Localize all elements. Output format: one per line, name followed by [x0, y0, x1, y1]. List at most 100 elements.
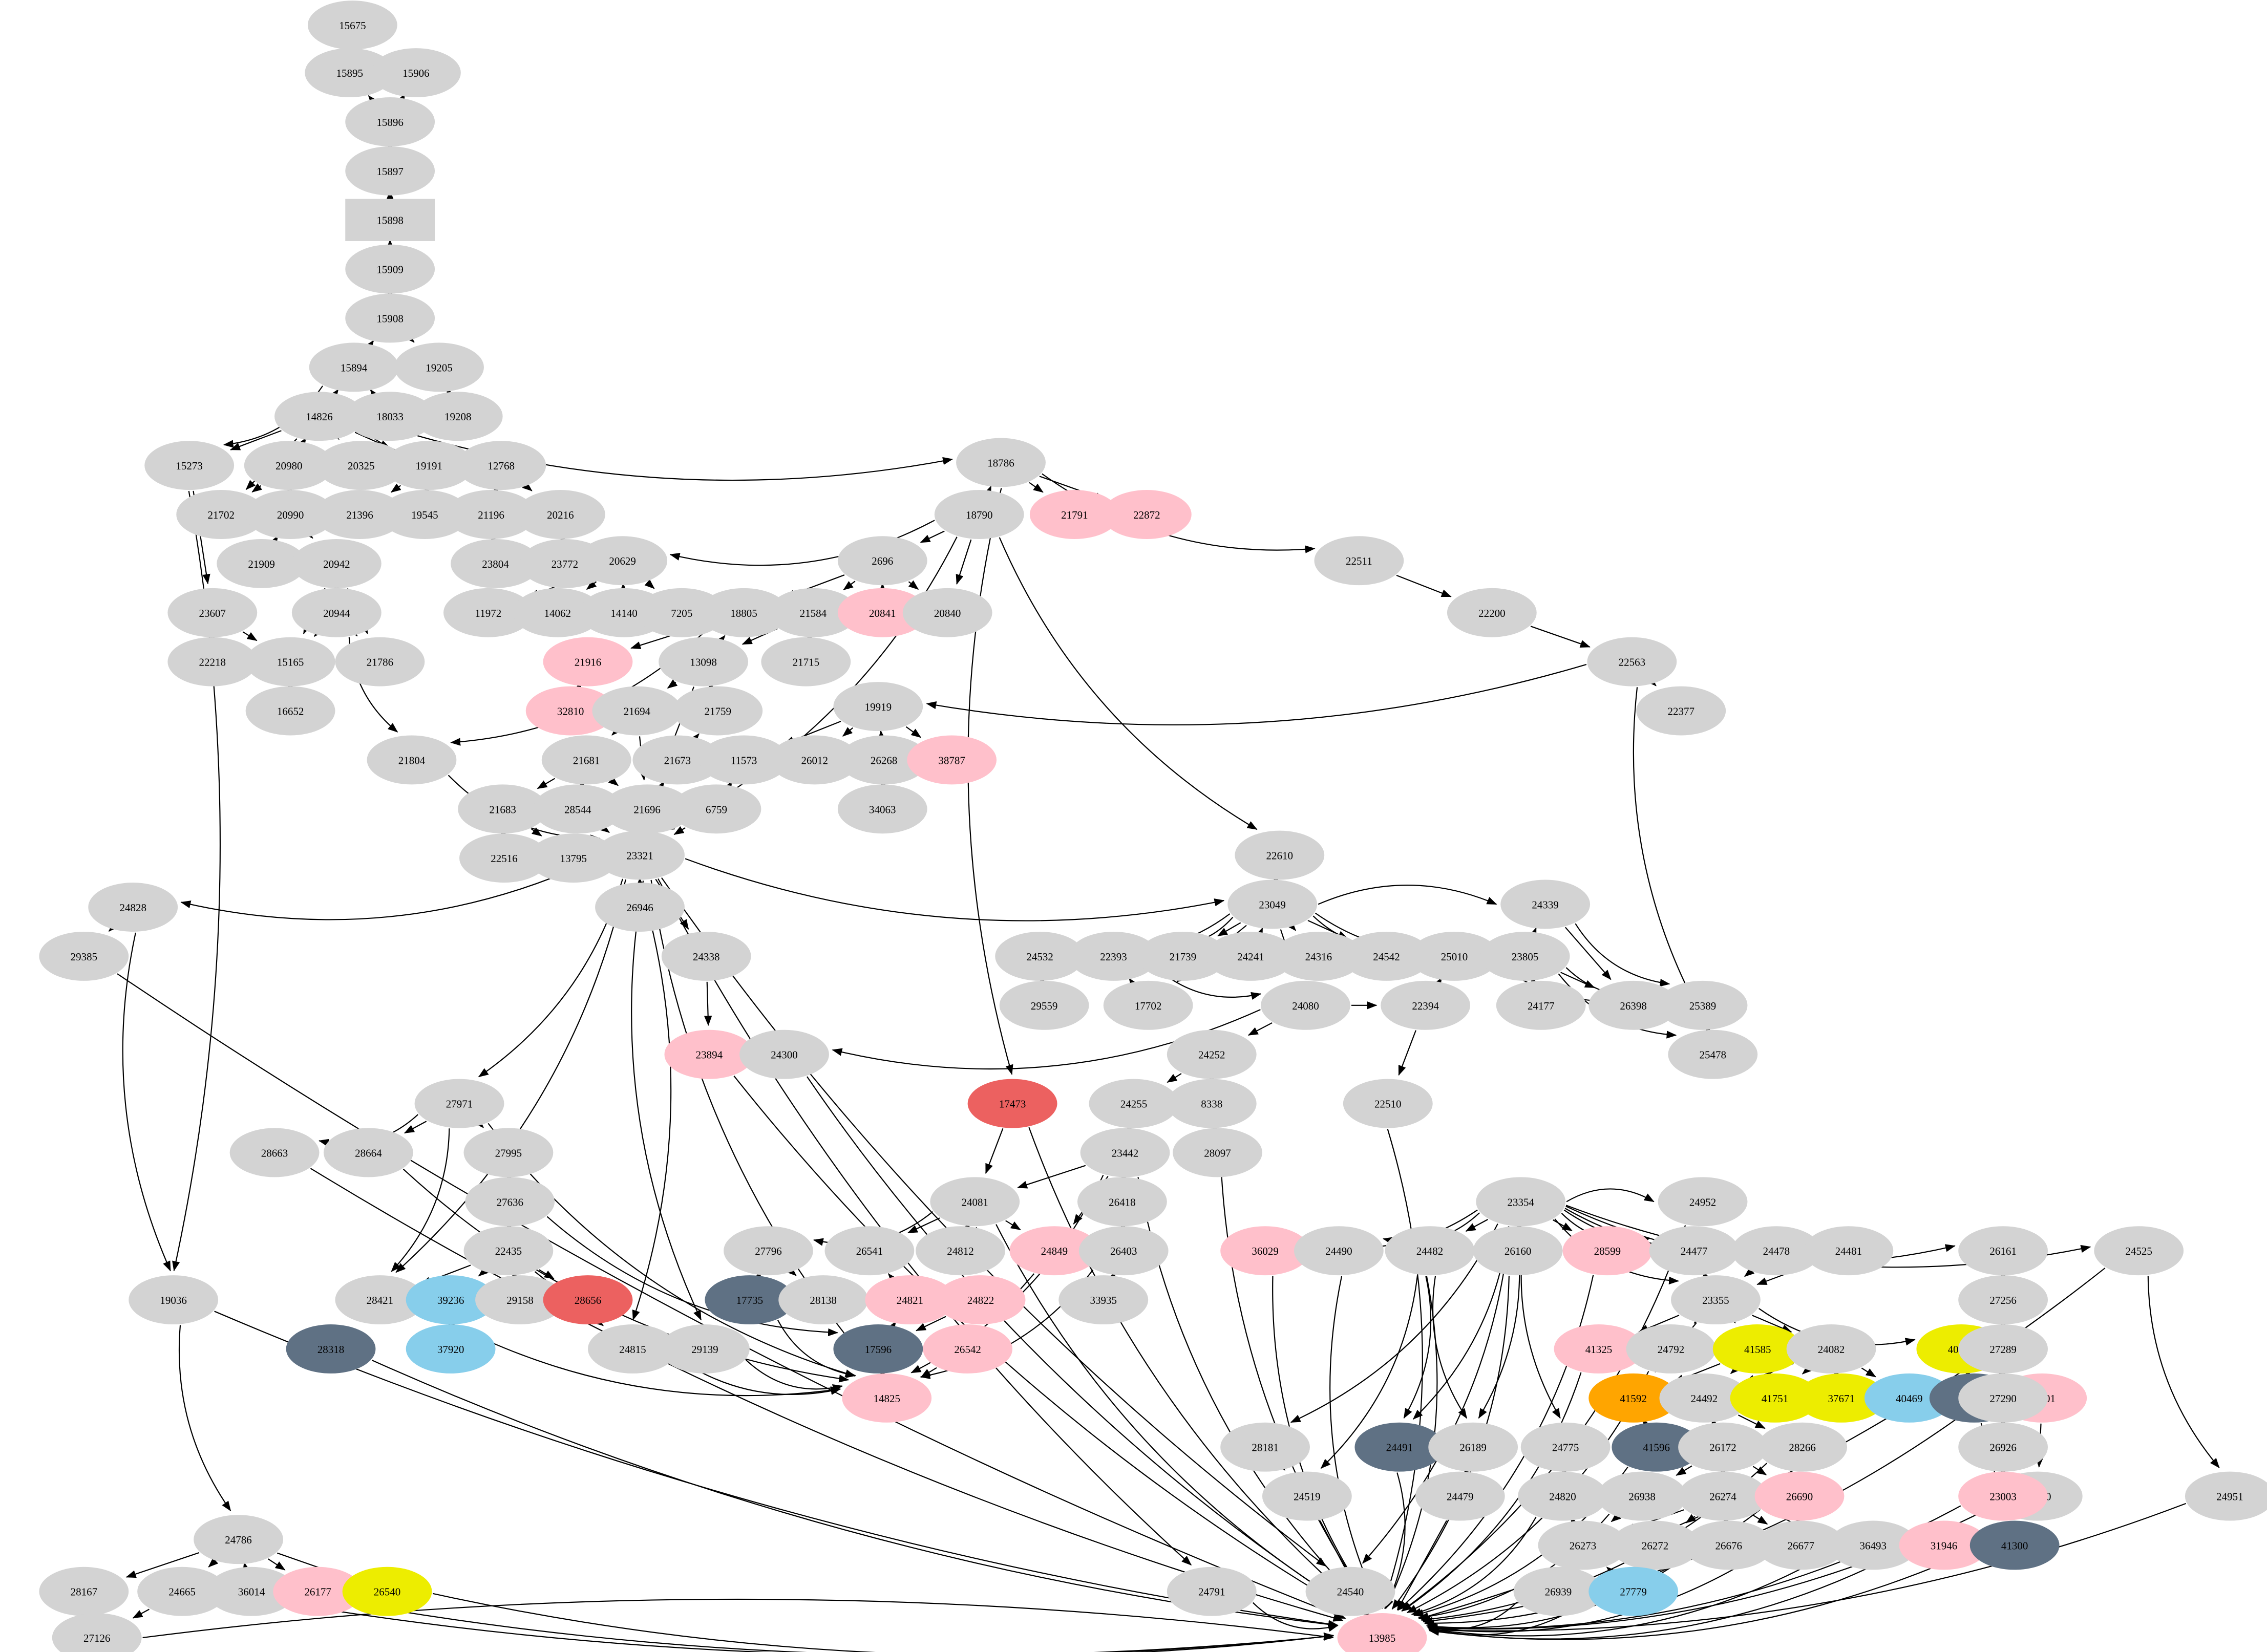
graph-node[interactable]: 27636: [465, 1177, 555, 1227]
node-ellipse[interactable]: [1409, 931, 1499, 981]
node-ellipse[interactable]: [595, 830, 685, 880]
node-ellipse[interactable]: [1958, 1373, 2048, 1423]
graph-node[interactable]: 24951: [2185, 1471, 2267, 1521]
node-ellipse[interactable]: [1354, 1422, 1445, 1472]
node-ellipse[interactable]: [1756, 1520, 1846, 1570]
graph-node[interactable]: 20840: [902, 588, 992, 637]
node-ellipse[interactable]: [286, 1324, 376, 1374]
node-ellipse[interactable]: [516, 490, 605, 539]
graph-node[interactable]: 28599: [1562, 1226, 1652, 1276]
graph-node[interactable]: 20944: [291, 588, 382, 637]
node-ellipse[interactable]: [541, 735, 631, 785]
node-ellipse[interactable]: [394, 342, 484, 392]
node-ellipse[interactable]: [315, 490, 405, 539]
node-ellipse[interactable]: [379, 490, 470, 539]
node-ellipse[interactable]: [1518, 1471, 1607, 1521]
node-ellipse[interactable]: [916, 1226, 1005, 1276]
node-ellipse[interactable]: [342, 1567, 432, 1616]
node-ellipse[interactable]: [345, 244, 435, 294]
node-ellipse[interactable]: [770, 735, 860, 785]
graph-node[interactable]: 24479: [1415, 1471, 1505, 1521]
node-ellipse[interactable]: [1205, 931, 1296, 981]
graph-node[interactable]: 22200: [1447, 588, 1537, 637]
graph-node[interactable]: 28664: [323, 1128, 413, 1177]
node-ellipse[interactable]: [592, 686, 682, 736]
node-ellipse[interactable]: [463, 1128, 554, 1177]
node-ellipse[interactable]: [1103, 980, 1193, 1030]
node-ellipse[interactable]: [1958, 1226, 2048, 1276]
graph-node[interactable]: 24828: [88, 883, 178, 932]
node-ellipse[interactable]: [309, 342, 399, 392]
graph-node[interactable]: 16652: [245, 686, 335, 736]
node-ellipse[interactable]: [528, 833, 619, 883]
graph-node[interactable]: 24481: [1804, 1226, 1894, 1276]
node-ellipse[interactable]: [768, 588, 858, 637]
node-ellipse[interactable]: [1262, 1471, 1352, 1521]
node-ellipse[interactable]: [637, 588, 727, 637]
node-ellipse[interactable]: [1731, 1226, 1821, 1276]
graph-node[interactable]: 24525: [2094, 1226, 2184, 1276]
node-ellipse[interactable]: [176, 490, 266, 539]
graph-node[interactable]: 21694: [592, 686, 682, 736]
node-ellipse[interactable]: [543, 637, 633, 686]
graph-node[interactable]: 28318: [286, 1324, 376, 1374]
node-ellipse[interactable]: [833, 682, 923, 732]
graph-node[interactable]: 29139: [660, 1324, 750, 1374]
graph-node[interactable]: 24952: [1658, 1177, 1748, 1227]
graph-node[interactable]: 18790: [934, 490, 1024, 539]
node-ellipse[interactable]: [1089, 1079, 1179, 1128]
node-ellipse[interactable]: [443, 588, 533, 637]
node-ellipse[interactable]: [588, 1324, 677, 1374]
node-ellipse[interactable]: [144, 441, 235, 490]
node-ellipse[interactable]: [1138, 931, 1228, 981]
node-ellipse[interactable]: [1684, 1520, 1774, 1570]
graph-node[interactable]: 17473: [967, 1079, 1057, 1128]
node-ellipse[interactable]: [1078, 1226, 1169, 1276]
graph-node[interactable]: 17596: [833, 1324, 923, 1374]
node-ellipse[interactable]: [291, 588, 382, 637]
graph-node[interactable]: 24519: [1262, 1471, 1352, 1521]
graph-node[interactable]: 12768: [456, 441, 546, 490]
graph-node[interactable]: 20629: [578, 536, 668, 586]
graph-node[interactable]: 19208: [413, 392, 503, 441]
node-ellipse[interactable]: [1658, 980, 1748, 1030]
node-ellipse[interactable]: [1009, 1226, 1099, 1276]
graph-node[interactable]: 24177: [1496, 980, 1586, 1030]
node-ellipse[interactable]: [274, 392, 364, 441]
graph-node[interactable]: 28663: [229, 1128, 320, 1177]
node-ellipse[interactable]: [724, 1226, 813, 1276]
graph-node[interactable]: 2696: [837, 536, 927, 586]
node-ellipse[interactable]: [451, 539, 540, 588]
node-ellipse[interactable]: [345, 293, 435, 343]
graph-node[interactable]: 24477: [1649, 1226, 1739, 1276]
graph-node[interactable]: 19919: [833, 682, 923, 732]
node-ellipse[interactable]: [1958, 1471, 2048, 1521]
graph-node[interactable]: 26690: [1754, 1471, 1845, 1521]
node-ellipse[interactable]: [1626, 1324, 1716, 1374]
node-ellipse[interactable]: [660, 1324, 750, 1374]
graph-node[interactable]: 22563: [1587, 637, 1677, 686]
graph-node[interactable]: 29559: [999, 980, 1089, 1030]
graph-node[interactable]: 22872: [1101, 490, 1192, 539]
node-ellipse[interactable]: [414, 1079, 504, 1128]
node-ellipse[interactable]: [824, 1226, 915, 1276]
graph-node[interactable]: 24339: [1500, 879, 1591, 929]
node-ellipse[interactable]: [930, 1177, 1020, 1227]
graph-node[interactable]: 20942: [291, 539, 382, 588]
graph-node[interactable]: 23355: [1671, 1275, 1761, 1325]
node-ellipse[interactable]: [1796, 1373, 1887, 1423]
node-ellipse[interactable]: [632, 735, 723, 785]
node-ellipse[interactable]: [1473, 1226, 1563, 1276]
node-ellipse[interactable]: [384, 441, 474, 490]
node-ellipse[interactable]: [1415, 1471, 1505, 1521]
graph-node[interactable]: 24775: [1520, 1422, 1611, 1472]
node-ellipse[interactable]: [1447, 588, 1537, 637]
graph-node[interactable]: 15894: [309, 342, 399, 392]
graph-node[interactable]: 15675: [307, 1, 397, 50]
graph-node[interactable]: 28656: [543, 1275, 633, 1325]
node-ellipse[interactable]: [661, 931, 751, 981]
graph-node[interactable]: 15906: [371, 48, 461, 98]
node-ellipse[interactable]: [1730, 1373, 1820, 1423]
graph-node[interactable]: 37920: [406, 1324, 496, 1374]
node-ellipse[interactable]: [2094, 1226, 2184, 1276]
